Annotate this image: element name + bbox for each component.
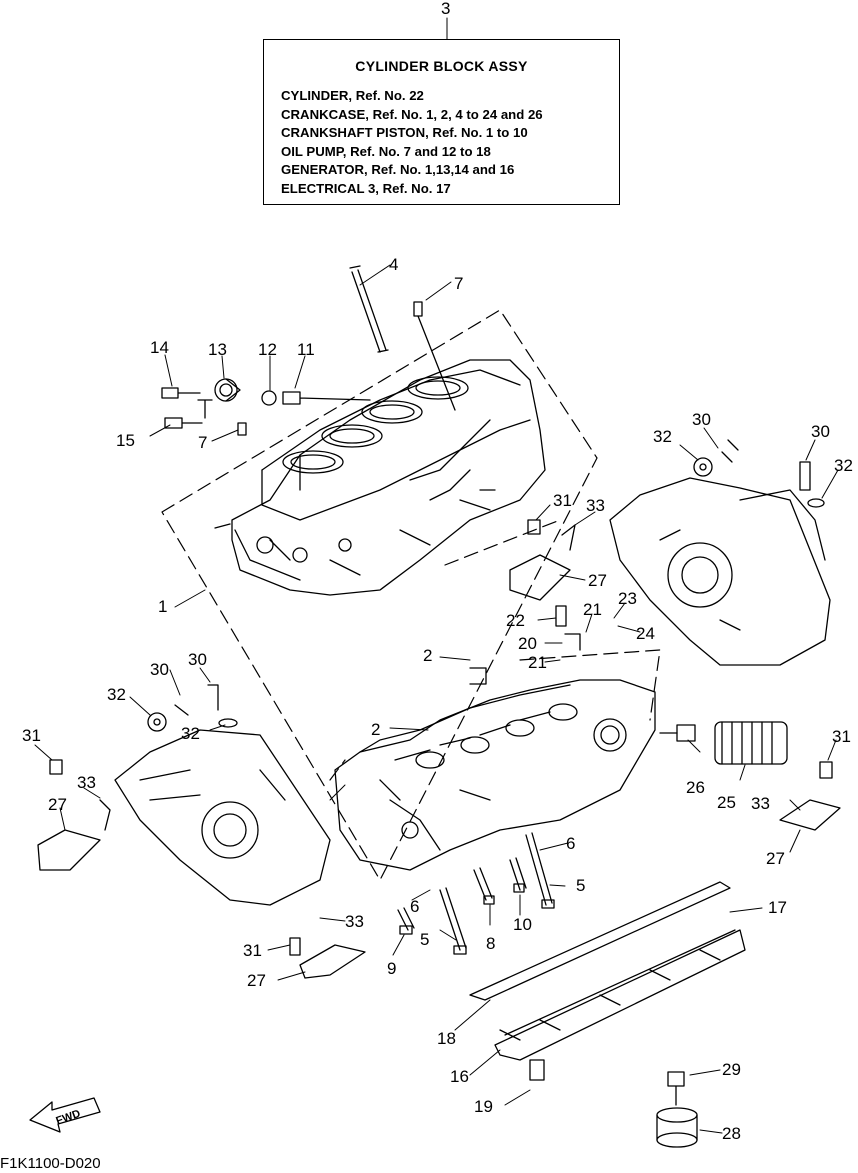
callout-label: 33 [751, 794, 770, 813]
callout-label: 18 [437, 1029, 456, 1048]
oil-pan [494, 929, 746, 1061]
callout-label: 14 [150, 338, 169, 357]
callout-label: 13 [208, 340, 227, 359]
callout-label: 31 [832, 727, 851, 746]
dowel-pin [413, 301, 456, 411]
dashed-assembly-outline-2 [329, 519, 661, 781]
callout-label: 21 [583, 600, 602, 619]
legend-line: OIL PUMP, Ref. No. 7 and 12 to 18 [281, 143, 491, 159]
legend-box: CYLINDER BLOCK ASSY CYLINDER, Ref. No. 2… [263, 39, 620, 205]
forward-arrow-icon [29, 1097, 101, 1133]
dashed-assembly-outline-1 [161, 309, 598, 881]
callout-label: 32 [834, 456, 853, 475]
callout-label: 5 [420, 930, 430, 949]
callout-label: 20 [518, 634, 537, 653]
diagram-code: F1K1100-D020 [0, 1155, 101, 1172]
bracket-parts [37, 524, 841, 979]
crankcase-bolts [397, 832, 555, 955]
callout-label: 2 [371, 720, 381, 739]
fwd-label: FWD [54, 1108, 82, 1128]
callout-label: 6 [566, 834, 576, 853]
callout-label: 33 [345, 912, 364, 931]
callout-label: 11 [297, 340, 315, 359]
callout-label: 33 [586, 496, 605, 515]
callout-label: 29 [722, 1060, 741, 1079]
callout-label: 8 [486, 934, 496, 953]
legend-lines: CYLINDER, Ref. No. 22 CRANKCASE, Ref. No… [281, 87, 543, 198]
oil-filter [714, 721, 788, 765]
callout-label: 33 [77, 773, 96, 792]
generator-cover-right [609, 477, 831, 666]
callout-label: 24 [636, 624, 655, 643]
callout-label: 23 [618, 589, 637, 608]
callout-label: 26 [686, 778, 705, 797]
callout-label: 32 [107, 685, 126, 704]
callout-label: 17 [768, 898, 787, 917]
generator-cover-left [114, 729, 331, 906]
callout-label: 30 [188, 650, 207, 669]
oil-pan-gasket [469, 881, 731, 1001]
callout-label: 31 [243, 941, 262, 960]
callout-label: 30 [811, 422, 830, 441]
callout-label: 9 [387, 959, 397, 978]
callout-label: 5 [576, 876, 586, 895]
callout-label: 30 [150, 660, 169, 679]
callout-label: 27 [48, 795, 67, 814]
callout-label: 28 [722, 1124, 741, 1143]
callout-label: 27 [766, 849, 785, 868]
callout-label: 3 [441, 0, 451, 18]
callout-label: 27 [588, 571, 607, 590]
oil-fitting [659, 724, 696, 742]
callout-label: 31 [553, 491, 572, 510]
callout-label: 12 [258, 340, 277, 359]
oil-pump-small-parts [161, 378, 371, 436]
legend-line: CRANKSHAFT PISTON, Ref. No. 1 to 10 [281, 125, 528, 140]
callout-label: 7 [454, 274, 464, 293]
callout-label: 21 [528, 653, 547, 672]
crankcase-lower [334, 667, 656, 871]
callout-label: 25 [717, 793, 736, 812]
leader-lines [34, 17, 839, 1134]
rubber-mount [656, 1107, 698, 1148]
callout-label: 16 [450, 1067, 469, 1086]
callout-label: 2 [423, 646, 433, 665]
legend-line: GENERATOR, Ref. No. 1,13,14 and 16 [281, 162, 515, 177]
callout-label: 30 [692, 410, 711, 429]
callout-label: 31 [22, 726, 41, 745]
legend-title: CYLINDER BLOCK ASSY [355, 58, 528, 74]
callout-label: 15 [116, 431, 135, 450]
callout-label: 7 [198, 433, 208, 452]
callout-label: 4 [389, 255, 399, 274]
callout-label: 10 [513, 915, 532, 934]
legend-line: CYLINDER, Ref. No. 22 [281, 88, 424, 103]
callout-label: 6 [410, 897, 420, 916]
callout-label: 27 [247, 971, 266, 990]
callout-label: 22 [506, 611, 525, 630]
callout-label: 19 [474, 1097, 493, 1116]
cover-bolts [49, 439, 833, 1106]
legend-line: ELECTRICAL 3, Ref. No. 17 [281, 180, 451, 196]
cylinder-block [214, 359, 546, 596]
callout-label: 1 [158, 597, 168, 616]
legend-line: CRANKCASE, Ref. No. 1, 2, 4 to 24 and 26 [281, 106, 543, 122]
callout-label: 32 [653, 427, 672, 446]
callout-label: 32 [181, 724, 200, 743]
